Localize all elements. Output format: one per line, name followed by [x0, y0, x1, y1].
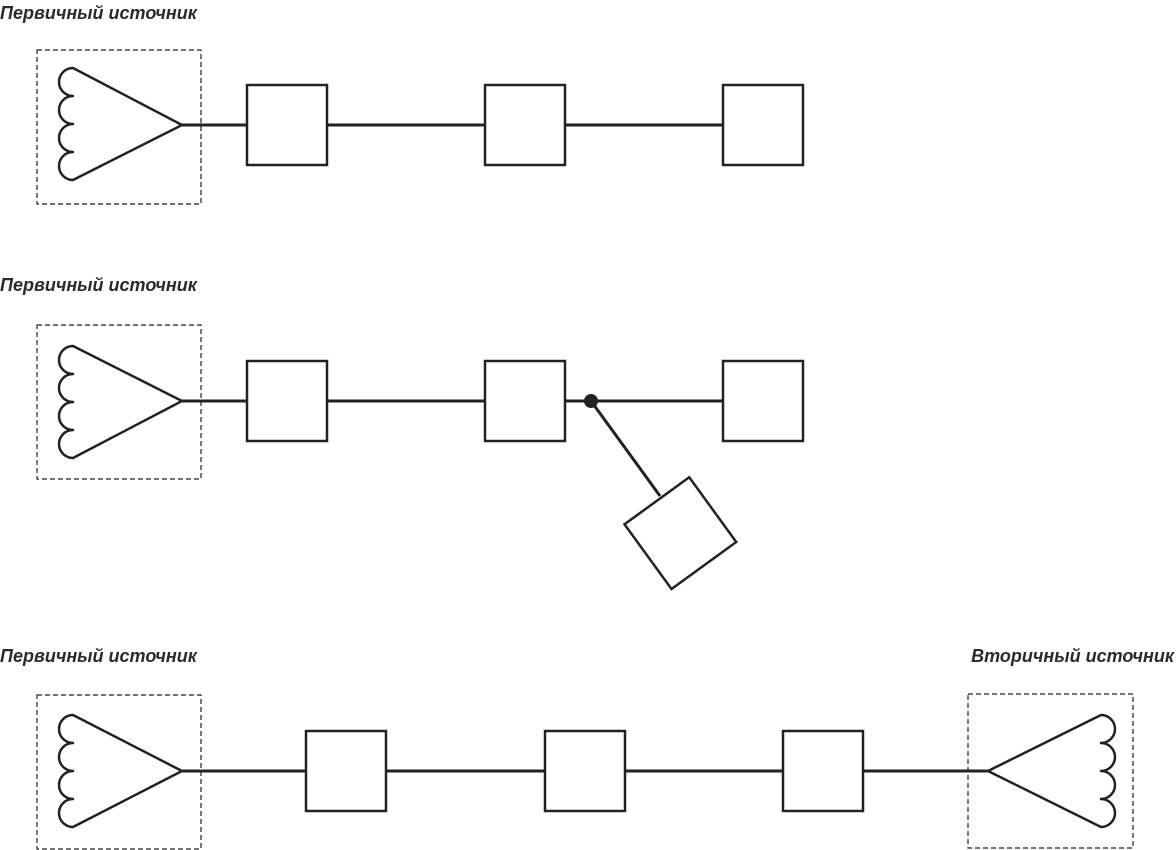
block [543, 729, 627, 813]
branch-block [622, 475, 738, 591]
primary-source-frame [36, 694, 202, 850]
block [304, 729, 388, 813]
primary-source-frame [36, 324, 202, 480]
block [483, 359, 567, 443]
primary-source-symbol [57, 713, 184, 829]
diagram-row-1 [36, 49, 805, 205]
label-primary-source-3: Первичный источник [0, 646, 197, 666]
block [721, 359, 805, 443]
diagram-row-3 [36, 693, 1134, 850]
block [781, 729, 865, 813]
label-secondary-source: Вторичный источник [971, 646, 1174, 666]
label-primary-source-1: Первичный источник [0, 3, 197, 23]
secondary-source-symbol [986, 713, 1117, 829]
junction-node [584, 394, 598, 408]
branch-wire [589, 400, 662, 497]
primary-source-symbol [57, 344, 184, 460]
block [721, 83, 805, 167]
block [245, 359, 329, 443]
block [245, 83, 329, 167]
primary-source-frame [36, 49, 202, 205]
secondary-source-frame [967, 693, 1134, 849]
diagram-row-2 [36, 324, 805, 591]
primary-source-symbol [57, 66, 184, 182]
block [483, 83, 567, 167]
label-primary-source-2: Первичный источник [0, 275, 197, 295]
